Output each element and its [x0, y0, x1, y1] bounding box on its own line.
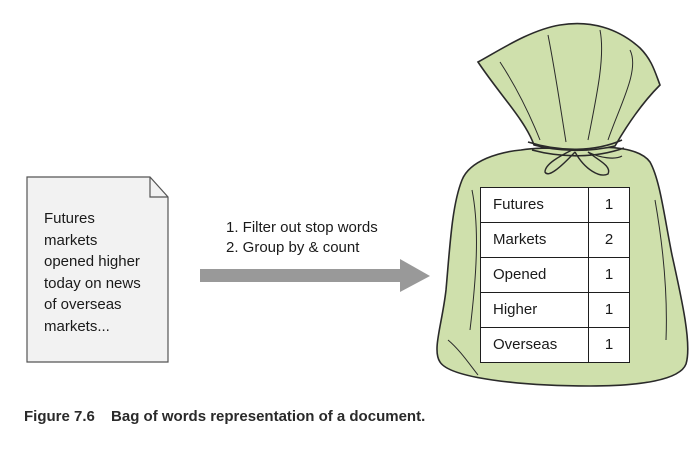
count-cell: 1: [588, 327, 630, 363]
document-line: markets: [44, 231, 98, 249]
step-group-and-count: 2. Group by & count: [226, 239, 360, 256]
table-row: Markets 2: [480, 222, 630, 258]
count-cell: 2: [588, 222, 630, 258]
table-row: Opened 1: [480, 257, 630, 293]
process-arrow: [200, 259, 430, 292]
document-line: today on news: [44, 274, 141, 292]
count-cell: 1: [588, 257, 630, 293]
document-line: of overseas: [44, 296, 122, 313]
word-cell: Overseas: [480, 327, 589, 363]
count-cell: 1: [588, 292, 630, 328]
word-cell: Markets: [480, 222, 589, 258]
step-filter-stop-words: 1. Filter out stop words: [226, 219, 378, 236]
count-cell: 1: [588, 187, 630, 223]
word-cell: Opened: [480, 257, 589, 293]
figure-caption: Figure 7.6 Bag of words representation o…: [24, 408, 425, 425]
table-row: Higher 1: [480, 292, 630, 328]
table-row: Overseas 1: [480, 327, 630, 363]
figure-title: Bag of words representation of a documen…: [111, 408, 426, 425]
document-line: opened higher: [44, 253, 140, 270]
processing-steps: 1. Filter out stop words 2. Group by & c…: [226, 218, 378, 258]
figure-number: Figure 7.6: [24, 408, 95, 425]
table-row: Futures 1: [480, 187, 630, 223]
document-icon: [26, 176, 169, 363]
word-count-table: Futures 1 Markets 2 Opened 1 Higher 1 Ov…: [480, 187, 630, 363]
word-cell: Futures: [480, 187, 589, 223]
word-cell: Higher: [480, 292, 589, 328]
document-text: Futures markets opened higher today on n…: [44, 208, 169, 337]
document-line: markets...: [44, 317, 110, 335]
document-line: Futures: [44, 210, 95, 227]
